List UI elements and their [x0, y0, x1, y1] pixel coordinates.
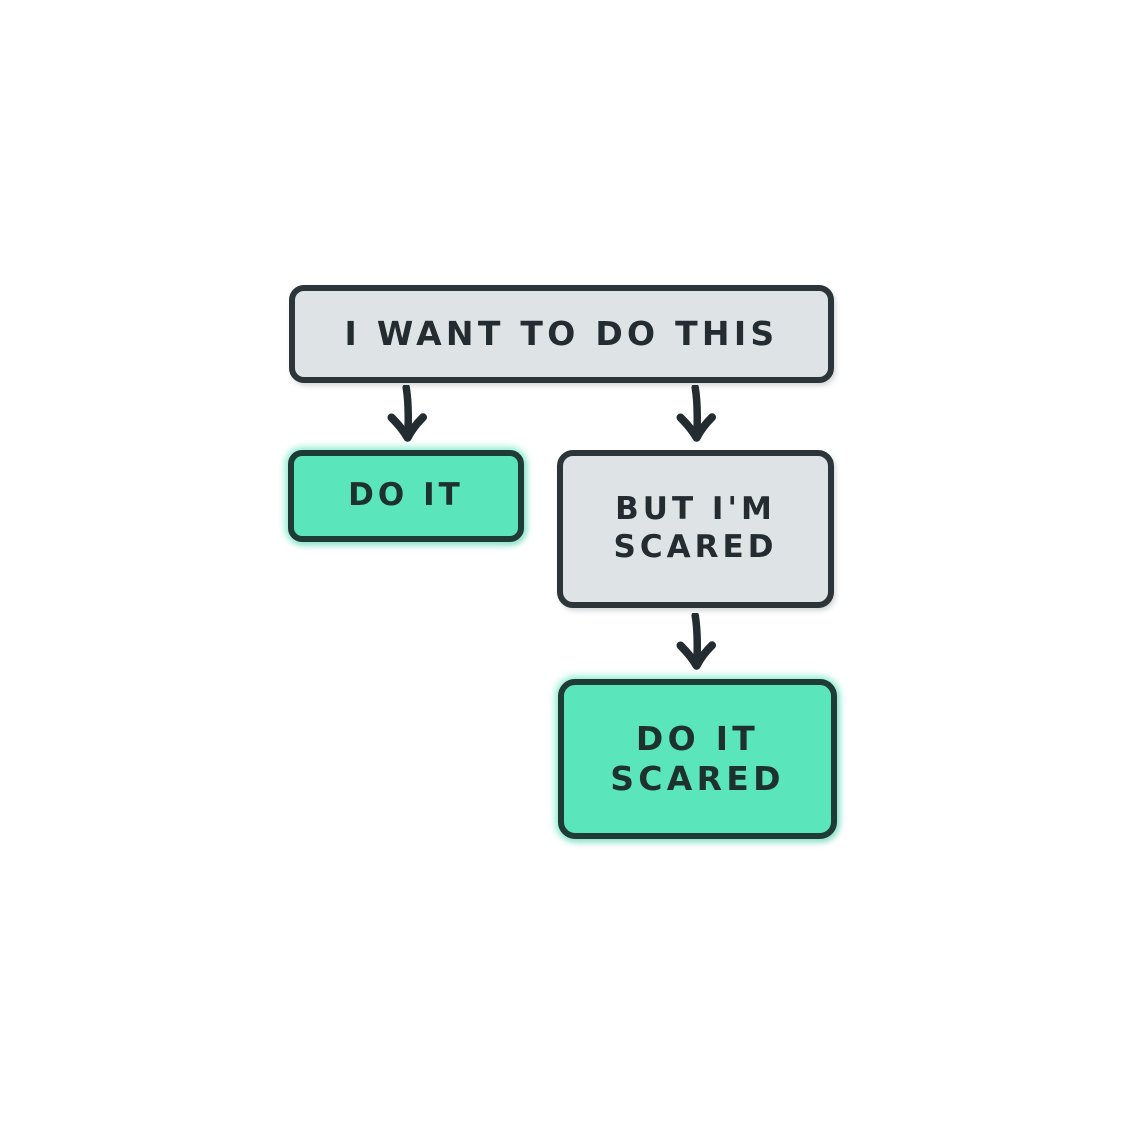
flow-node-doit-scared[interactable]: DO IT SCARED: [558, 679, 837, 839]
flow-node-doit[interactable]: DO IT: [288, 450, 524, 542]
arrow-down-icon: [668, 385, 722, 447]
flow-node-want[interactable]: I WANT TO DO THIS: [289, 285, 834, 383]
arrow-down-icon: [379, 385, 433, 447]
flow-node-scared[interactable]: BUT I'M SCARED: [557, 450, 834, 608]
arrow-down-icon: [668, 613, 722, 675]
